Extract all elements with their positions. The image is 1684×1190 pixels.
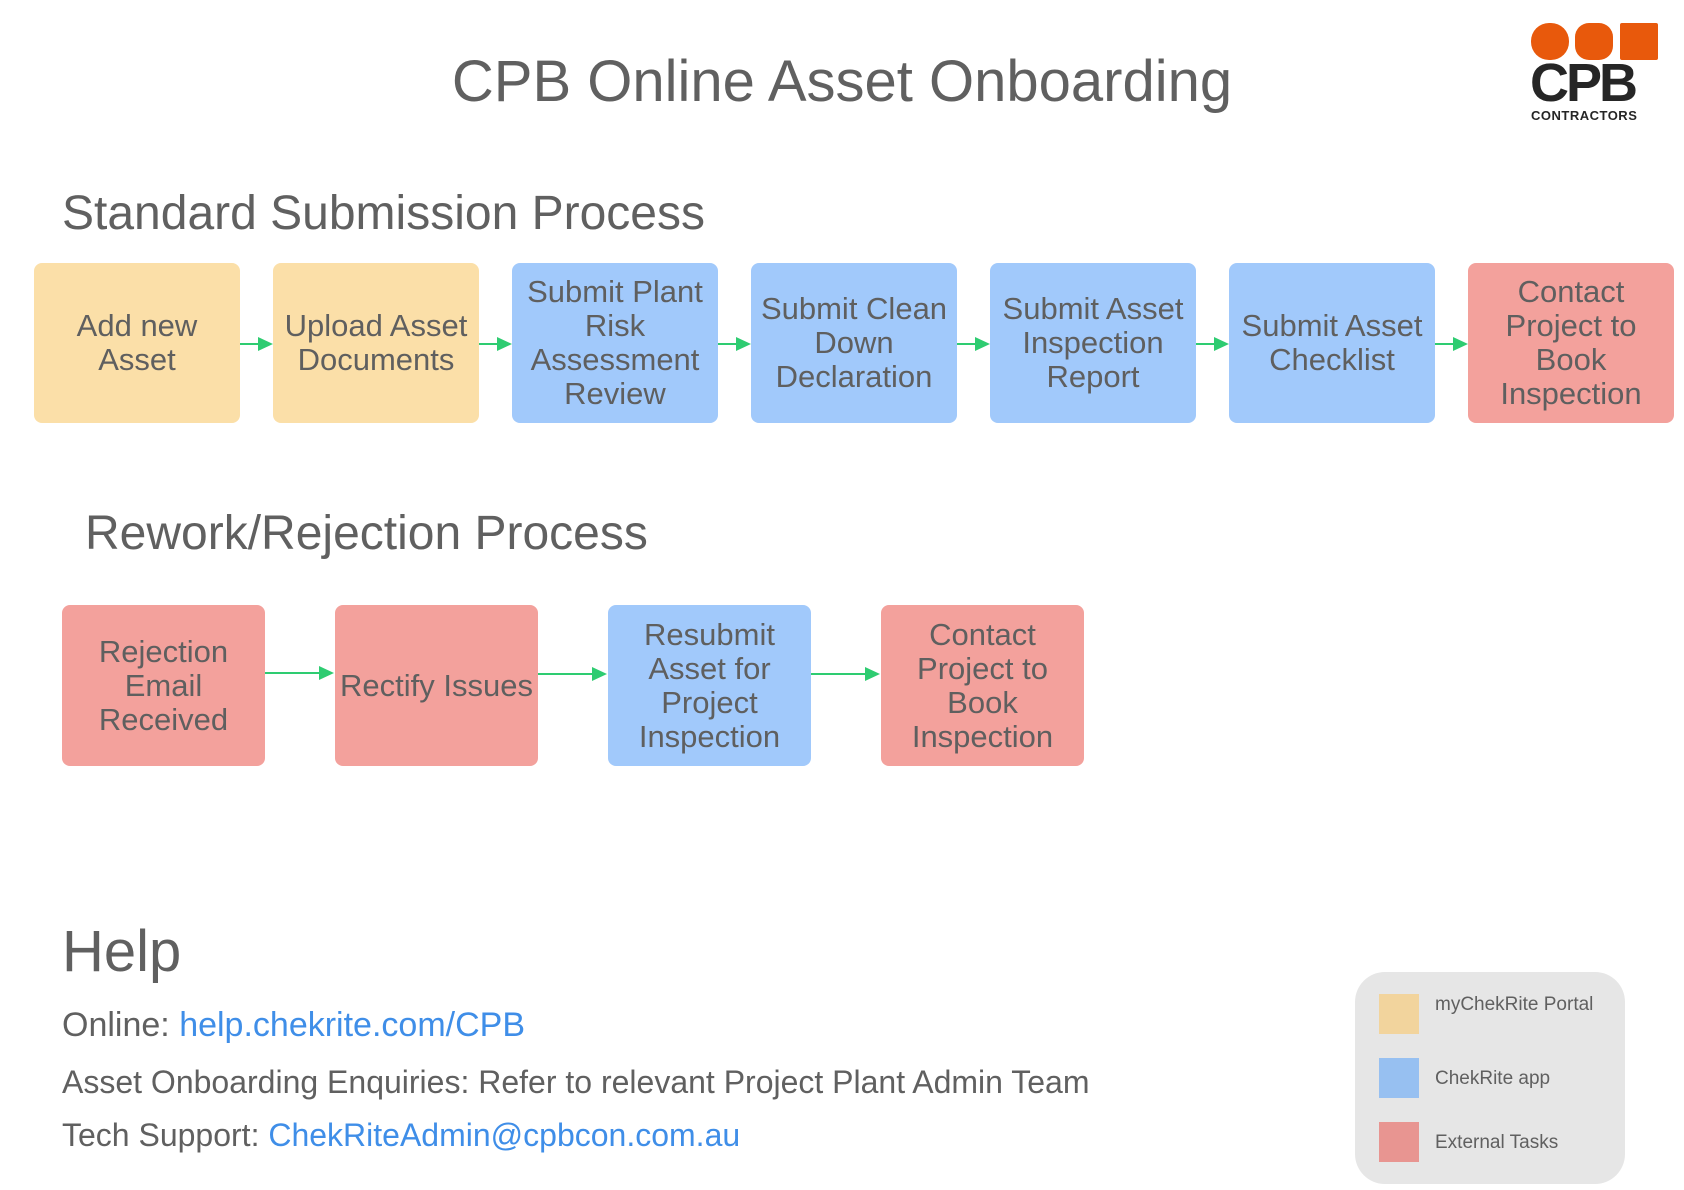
- step-upload-asset-documents: Upload Asset Documents: [273, 263, 479, 423]
- legend: myChekRite Portal ChekRite app External …: [1355, 972, 1625, 1184]
- legend-label-portal: myChekRite Portal: [1435, 994, 1594, 1015]
- step-submit-asset-checklist: Submit Asset Checklist: [1229, 263, 1435, 423]
- page-title: CPB Online Asset Onboarding: [451, 49, 1233, 114]
- step-rejection-email-received: Rejection Email Received: [62, 605, 265, 766]
- logo-shapes-icon: [1531, 23, 1658, 60]
- help-title: Help: [62, 919, 182, 984]
- step-rectify-issues: Rectify Issues: [335, 605, 538, 766]
- step-contact-project-book-inspection-rework: Contact Project to Book Inspection: [881, 605, 1084, 766]
- step-submit-asset-inspection-report: Submit Asset Inspection Report: [990, 263, 1196, 423]
- help-online-link[interactable]: help.chekrite.com/CPB: [179, 1006, 525, 1044]
- help-enquiries-line: Asset Onboarding Enquiries: Refer to rel…: [62, 1064, 1090, 1100]
- logo-text: CPB: [1530, 53, 1638, 113]
- arrow-connector: [240, 337, 273, 351]
- help-tech-label: Tech Support:: [62, 1117, 269, 1153]
- legend-swatch-external: [1379, 1122, 1419, 1162]
- help-online-line: Online: help.chekrite.com/CPB: [62, 1006, 525, 1045]
- step-submit-plant-risk-assessment: Submit Plant Risk Assessment Review: [512, 263, 718, 423]
- step-submit-clean-down-declaration: Submit Clean Down Declaration: [751, 263, 957, 423]
- legend-swatch-app: [1379, 1058, 1419, 1098]
- logo-subtext: CONTRACTORS: [1531, 108, 1638, 123]
- help-online-label: Online:: [62, 1006, 180, 1044]
- help-tech-support-line: Tech Support: ChekRiteAdmin@cpbcon.com.a…: [62, 1117, 740, 1154]
- arrow-connector: [1196, 337, 1229, 351]
- legend-swatch-portal: [1379, 994, 1419, 1034]
- arrow-connector: [1435, 337, 1468, 351]
- legend-label-external: External Tasks: [1435, 1132, 1559, 1153]
- step-add-new-asset: Add new Asset: [34, 263, 240, 423]
- arrow-connector: [479, 337, 512, 351]
- arrow-connector: [718, 337, 751, 351]
- help-tech-email-link[interactable]: ChekRiteAdmin@cpbcon.com.au: [268, 1117, 741, 1153]
- standard-process-title: Standard Submission Process: [62, 187, 705, 240]
- arrow-connector: [538, 667, 607, 681]
- rework-process-title: Rework/Rejection Process: [85, 507, 648, 560]
- arrow-connector: [957, 337, 990, 351]
- arrow-connector: [265, 666, 334, 680]
- step-resubmit-asset: Resubmit Asset for Project Inspection: [608, 605, 811, 766]
- cpb-logo: CPB CONTRACTORS: [1530, 22, 1660, 126]
- legend-label-app: ChekRite app: [1435, 1068, 1551, 1089]
- step-contact-project-book-inspection: Contact Project to Book Inspection: [1468, 263, 1674, 423]
- arrow-connector: [811, 667, 880, 681]
